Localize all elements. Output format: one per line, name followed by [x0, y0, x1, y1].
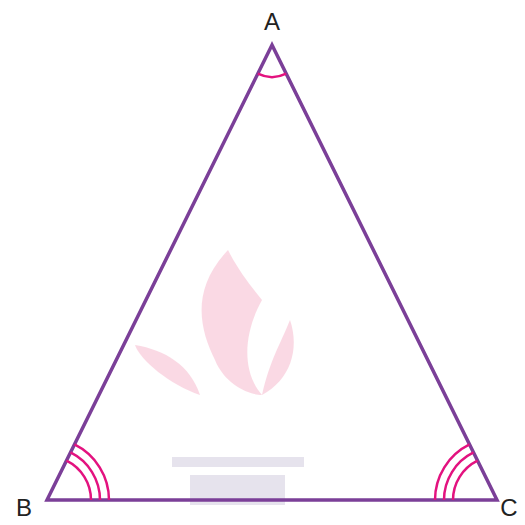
vertex-label: B [16, 496, 32, 520]
watermark-logo [135, 250, 304, 505]
vertex-label: C [500, 496, 517, 520]
angle-arc [74, 444, 109, 500]
angle-arc [435, 444, 470, 500]
vertex-label: A [264, 10, 280, 34]
watermark-flame [135, 345, 200, 395]
watermark-flame [202, 250, 262, 395]
watermark-flame [262, 320, 294, 395]
triangle-outline [47, 45, 497, 500]
angle-arc [258, 74, 286, 77]
angle-marks [67, 74, 478, 500]
watermark-pillar [172, 457, 304, 467]
